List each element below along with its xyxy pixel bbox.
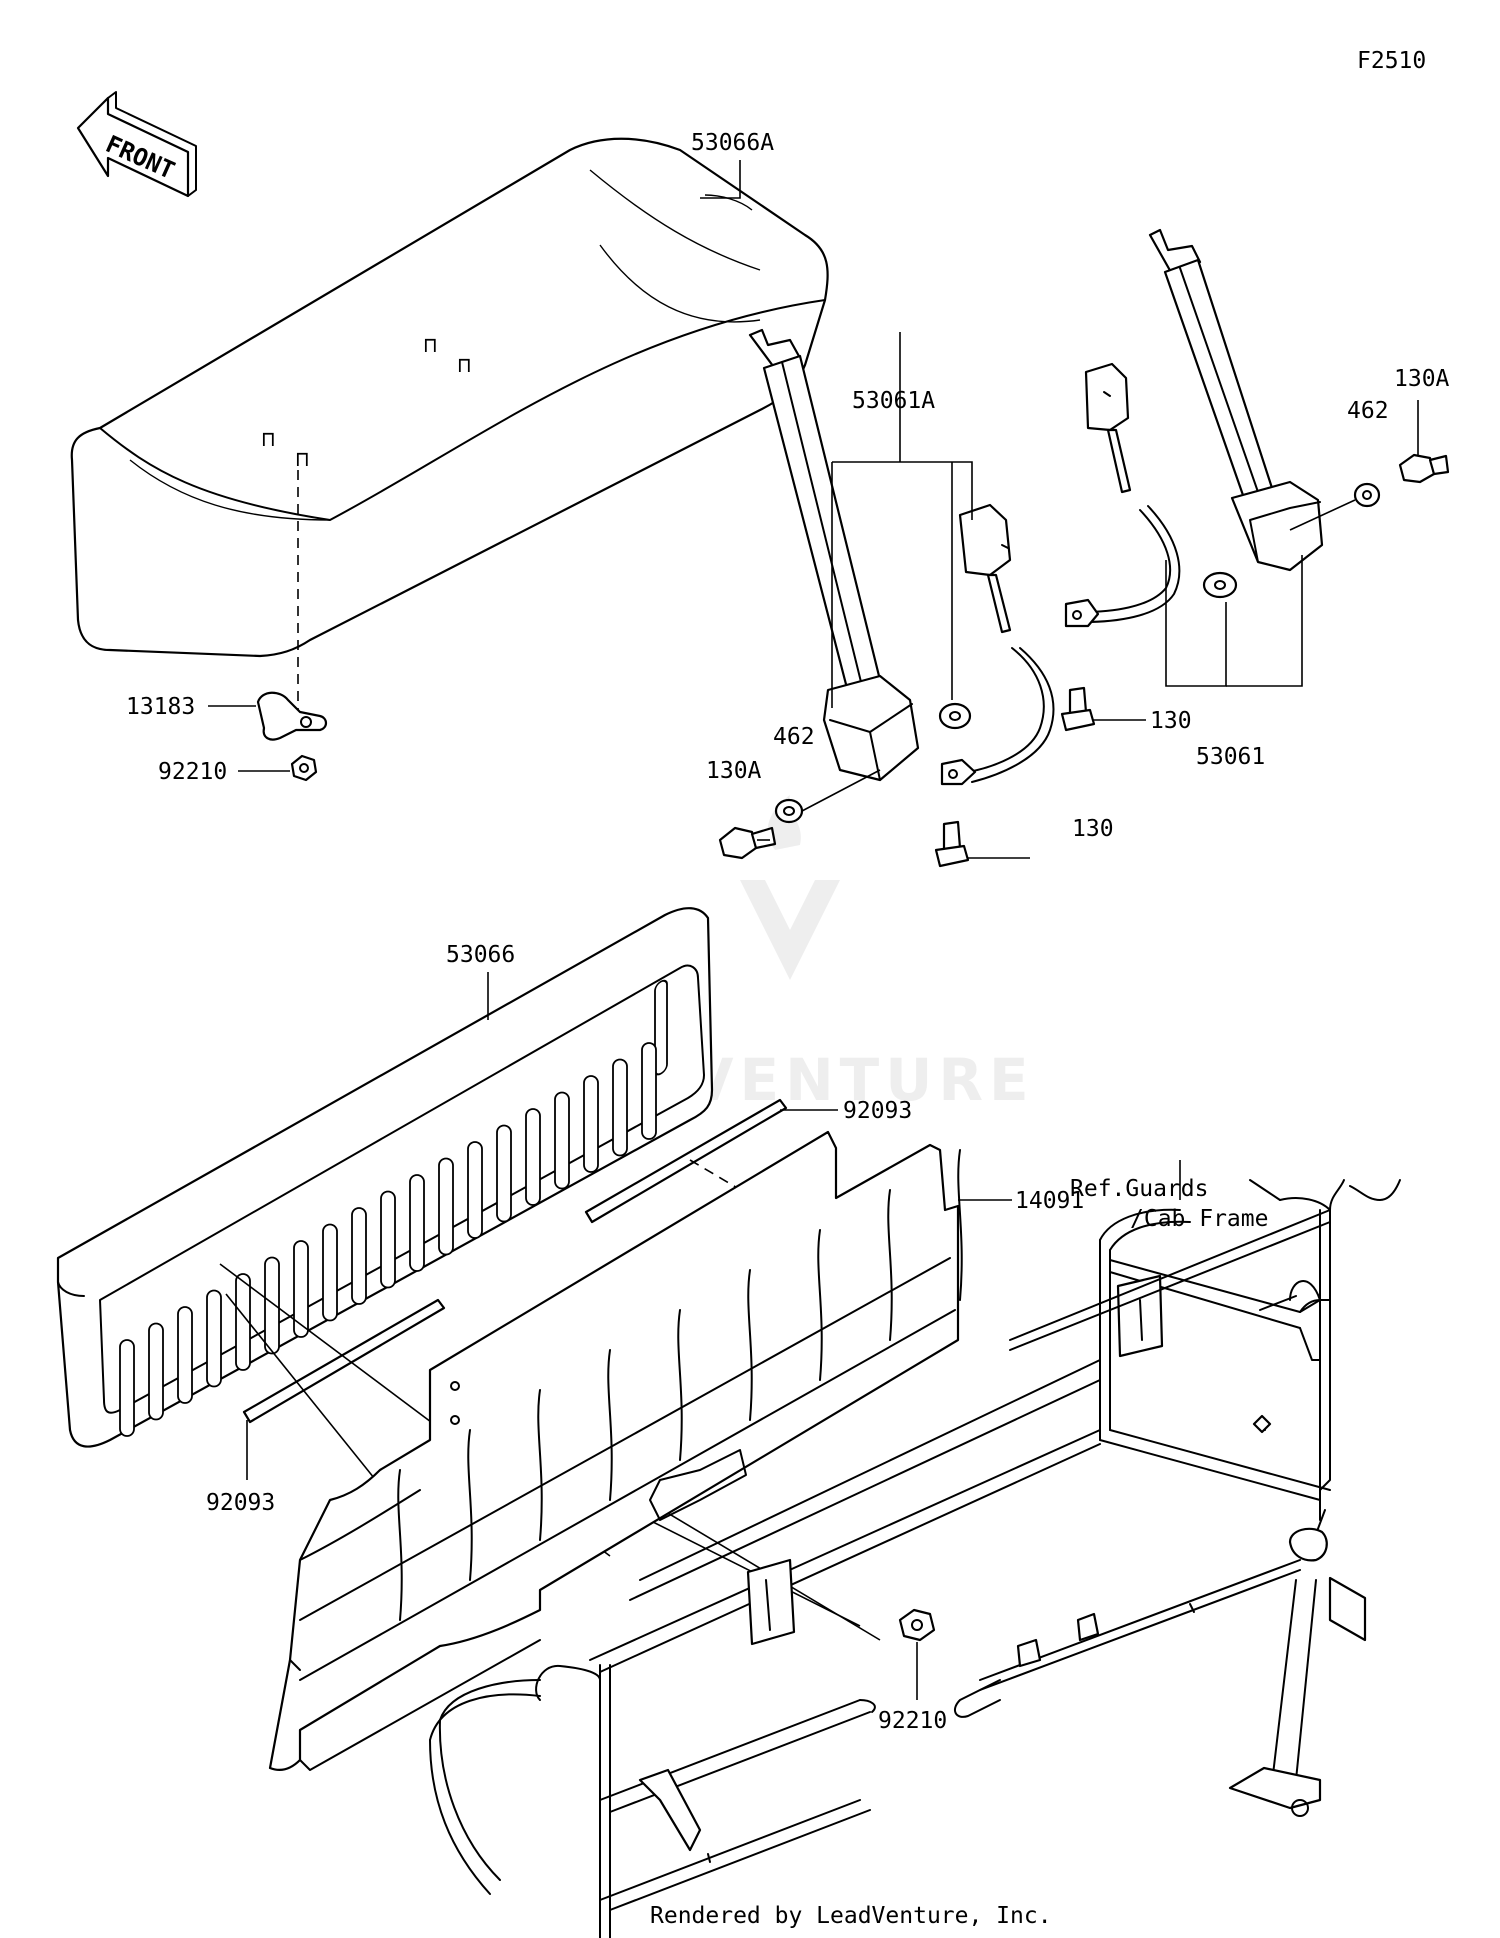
back-panel-rib xyxy=(817,1229,823,1381)
seat-cushion: ⊓ ⊓ ⊓ ⊓ xyxy=(70,137,829,658)
nut-upper-part xyxy=(290,754,318,782)
back-panel-rib xyxy=(537,1389,543,1541)
seat-back-slot xyxy=(409,1174,425,1272)
washer-right-large-part xyxy=(1202,571,1238,599)
cab-frame xyxy=(429,1179,1401,1938)
pad-lower-part xyxy=(242,1298,446,1424)
ref-cab-frame-label: /Cab Frame xyxy=(1130,1206,1268,1232)
back-panel-ribs xyxy=(397,1149,963,1621)
seat-back-slot xyxy=(380,1190,396,1289)
back-panel-rib xyxy=(957,1149,963,1301)
seat-back-slot xyxy=(177,1306,193,1404)
bolt-130-left-part xyxy=(934,820,970,868)
callout-53061A: 53061A xyxy=(852,388,935,414)
seat-back-slot xyxy=(322,1223,338,1322)
svg-text:⊓: ⊓ xyxy=(262,427,275,451)
bolt-130A-left-part xyxy=(718,826,777,860)
washer-left-part xyxy=(938,702,972,730)
seat-back-slot xyxy=(119,1339,135,1437)
seat-back-slot xyxy=(148,1322,164,1421)
seat-back-slot xyxy=(612,1058,628,1157)
seat-back-slot xyxy=(583,1075,599,1173)
back-panel-rib xyxy=(887,1189,893,1341)
front-arrow-icon: FRONT xyxy=(76,91,197,198)
seat-back-slot xyxy=(467,1141,483,1239)
figure-code: F2510 xyxy=(1357,48,1426,74)
back-panel xyxy=(268,1130,960,1771)
seat-back-slot xyxy=(438,1157,454,1256)
seat-belt-right xyxy=(1064,228,1324,628)
seat-back-slot xyxy=(496,1124,512,1223)
callout-53066: 53066 xyxy=(446,942,515,968)
seat-back-slot xyxy=(641,1042,657,1140)
callout-130-left: 130 xyxy=(1072,816,1114,842)
bolt-130A-right-part xyxy=(1398,453,1450,484)
seat-back-slot xyxy=(351,1207,367,1305)
clamp-part xyxy=(256,691,328,741)
back-panel-rib xyxy=(397,1469,403,1621)
pad-upper-part xyxy=(584,1098,788,1224)
back-panel-rib xyxy=(607,1349,613,1501)
seat-back-slot xyxy=(293,1240,309,1338)
callout-14091: 14091 xyxy=(1015,1188,1084,1214)
callout-130A-right: 130A xyxy=(1394,366,1450,392)
callout-92093-lower: 92093 xyxy=(206,1490,275,1516)
callout-53066A: 53066A xyxy=(691,130,774,156)
seat-back-slot xyxy=(206,1289,222,1388)
bolt-130-right-part xyxy=(1060,686,1096,732)
callout-130-right: 130 xyxy=(1150,708,1192,734)
callout-462-right: 462 xyxy=(1347,398,1389,424)
ref-guards-label: Ref.Guards xyxy=(1070,1176,1208,1202)
back-panel-rib xyxy=(467,1429,473,1581)
callout-130A-left: 130A xyxy=(706,758,762,784)
callout-53061: 53061 xyxy=(1196,744,1265,770)
callout-92210-lower: 92210 xyxy=(878,1708,947,1734)
seat-belt-left xyxy=(748,328,1055,786)
nut-lower-part xyxy=(898,1608,936,1642)
credit-text: Rendered by LeadVenture, Inc. xyxy=(650,1903,1052,1929)
callout-92093-upper: 92093 xyxy=(843,1098,912,1124)
callout-13183: 13183 xyxy=(126,694,195,720)
seat-back-slot xyxy=(235,1273,251,1371)
callout-462-left: 462 xyxy=(773,724,815,750)
seat-back-slot xyxy=(525,1108,541,1206)
washer-left-lower-part xyxy=(774,798,804,824)
washer-right-part xyxy=(1353,482,1381,508)
svg-text:⊓: ⊓ xyxy=(458,353,471,377)
back-panel-rib xyxy=(747,1269,753,1421)
back-panel-rib xyxy=(677,1309,683,1461)
seat-back-slot xyxy=(554,1091,570,1190)
seat-back-slots xyxy=(119,1042,657,1437)
seat-back-slot xyxy=(264,1256,280,1355)
svg-text:⊓: ⊓ xyxy=(296,447,309,471)
svg-text:⊓: ⊓ xyxy=(424,333,437,357)
callout-92210-upper: 92210 xyxy=(158,759,227,785)
